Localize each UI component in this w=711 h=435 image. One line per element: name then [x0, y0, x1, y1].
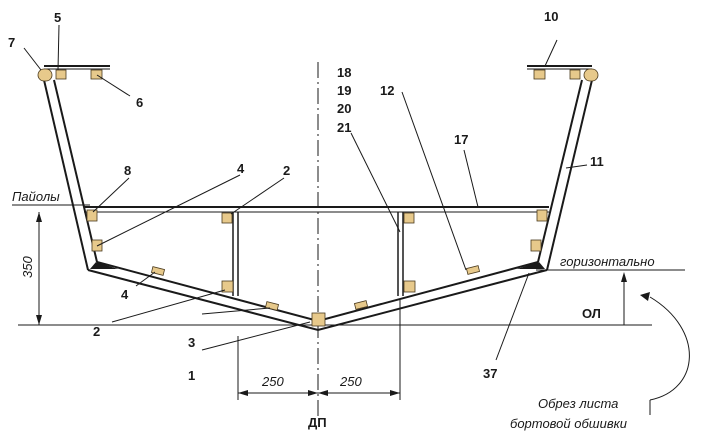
- label-4-top: 4: [237, 161, 245, 176]
- right-side-plating: [537, 79, 593, 271]
- floor-deck: [84, 206, 549, 213]
- right-gunwale: [527, 65, 599, 82]
- label-2-top: 2: [283, 163, 290, 178]
- floorboards-label: Пайолы: [12, 189, 60, 204]
- label-4-bottom: 4: [121, 287, 129, 302]
- half-width-right-text: 250: [339, 374, 362, 389]
- label-21: 21: [337, 120, 351, 135]
- label-2-bottom: 2: [93, 324, 100, 339]
- label-37: 37: [483, 366, 497, 381]
- label-18: 18: [337, 65, 351, 80]
- label-11: 11: [590, 154, 604, 169]
- label-20: 20: [337, 101, 351, 116]
- height-dimension: [36, 212, 42, 325]
- trim-line-label-2: бортовой обшивки: [510, 416, 627, 431]
- right-chine-fillet: [517, 262, 545, 269]
- right-floor-support: [397, 212, 404, 296]
- leader-lines: [23, 24, 588, 361]
- baseline-offset-arrows: [621, 272, 627, 325]
- left-side-plating: [43, 79, 98, 271]
- left-chine-fillet: [90, 262, 118, 269]
- horizontal-label: горизонтально: [560, 254, 655, 269]
- label-19: 19: [337, 83, 351, 98]
- trim-line-arrow: [640, 292, 690, 415]
- label-5: 5: [54, 10, 61, 25]
- label-3: 3: [188, 335, 195, 350]
- label-8: 8: [124, 163, 131, 178]
- half-width-left-text: 250: [261, 374, 284, 389]
- baseline-label: ОЛ: [582, 306, 601, 321]
- wooden-battens: [86, 209, 548, 327]
- trim-line-label-1: Обрез листа: [538, 396, 618, 411]
- height-dimension-text: 350: [20, 256, 35, 278]
- label-1: 1: [188, 368, 195, 383]
- label-6: 6: [136, 95, 143, 110]
- centerline-label: ДП: [308, 415, 327, 430]
- width-dimension: [237, 300, 401, 400]
- label-12: 12: [380, 83, 394, 98]
- left-floor-support: [232, 212, 239, 296]
- label-7: 7: [8, 35, 15, 50]
- label-10: 10: [544, 9, 558, 24]
- label-17: 17: [454, 132, 468, 147]
- left-gunwale: [37, 65, 110, 82]
